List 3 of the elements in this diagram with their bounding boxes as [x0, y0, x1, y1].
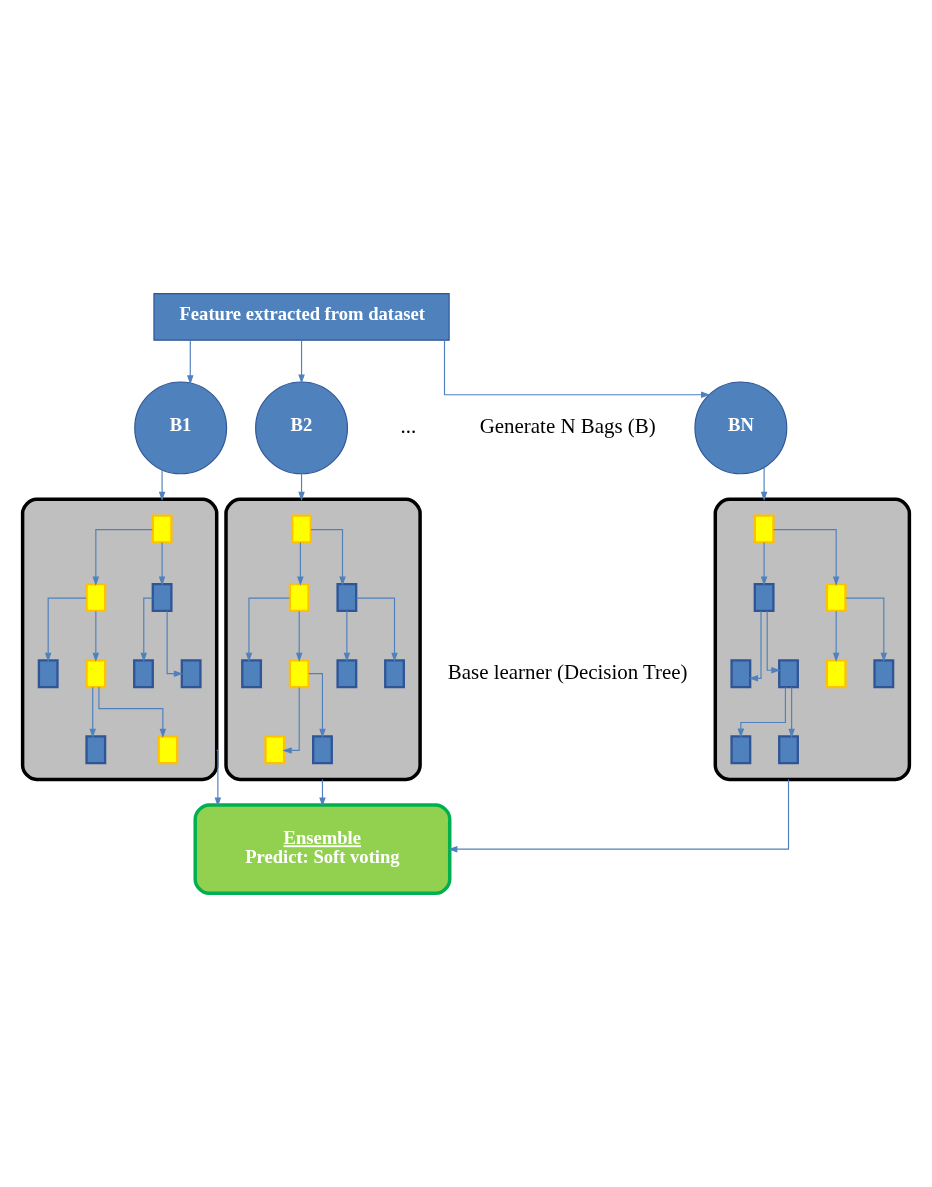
label: Base learner (Decision Tree) — [447, 659, 688, 684]
label: Generate N Bags (B) — [479, 414, 656, 438]
label: ... — [400, 414, 417, 438]
